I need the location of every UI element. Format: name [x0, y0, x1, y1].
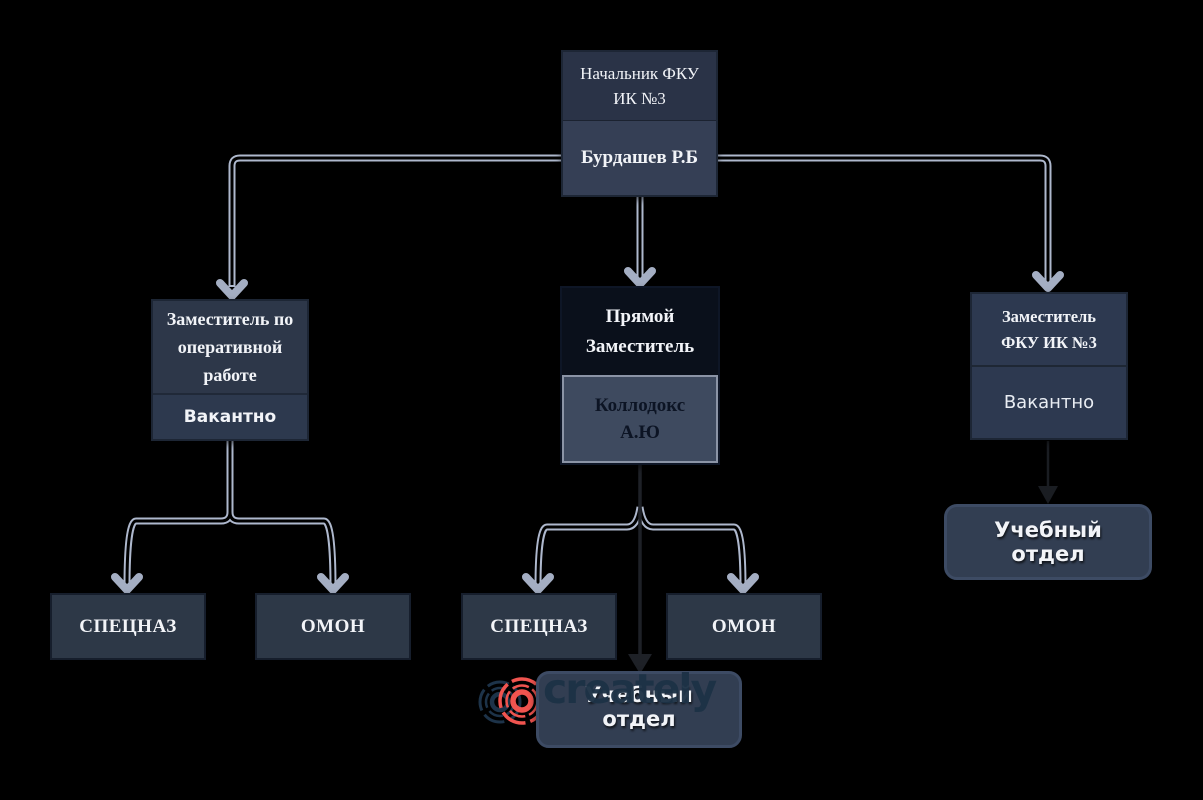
node-deputy-operations-title: Заместитель по оперативной работе	[153, 301, 307, 393]
node-left-omon-label: ОМОН	[300, 615, 366, 637]
node-training-mid-label: Учебный отдел	[585, 683, 693, 731]
arrowhead-mid-specnaz	[522, 573, 554, 594]
node-chief-title-text: Начальник ФКУ ИК №3	[580, 64, 699, 108]
node-training-mid: Учебный отдел	[536, 671, 742, 748]
arrowhead-left-specnaz	[111, 573, 143, 594]
node-deputy-direct: Прямой Заместитель Коллодокс А.Ю	[560, 286, 720, 465]
node-deputy-operations-title-text: Заместитель по оперативной работе	[166, 309, 294, 385]
connector-inner-lines	[125, 156, 1050, 587]
node-chief: Начальник ФКУ ИК №3 Бурдашев Р.Б	[561, 50, 718, 197]
node-deputy-fku-name-text: Вакантно	[1003, 392, 1095, 413]
arrowhead-training-mid	[628, 654, 652, 674]
node-mid-omon: ОМОН	[666, 593, 822, 660]
node-deputy-fku: Заместитель ФКУ ИК №3 Вакантно	[970, 292, 1128, 440]
node-chief-name: Бурдашев Р.Б	[563, 120, 716, 195]
node-deputy-direct-title-text: Прямой Заместитель	[585, 305, 695, 357]
node-deputy-direct-title: Прямой Заместитель	[562, 288, 718, 375]
arrowhead-deputy-fku	[1032, 271, 1064, 292]
node-training-right-label: Учебный отдел	[994, 518, 1102, 566]
node-deputy-direct-name: Коллодокс А.Ю	[562, 375, 718, 463]
node-deputy-fku-title-text: Заместитель ФКУ ИК №3	[1001, 306, 1097, 352]
node-deputy-operations-name-text: Вакантно	[183, 407, 277, 427]
connector-deputy-operations-to-omon	[226, 441, 337, 589]
node-deputy-fku-name: Вакантно	[972, 365, 1126, 438]
node-deputy-operations-name: Вакантно	[153, 393, 307, 439]
node-training-right: Учебный отдел	[944, 504, 1152, 580]
connector-chief-to-deputy-fku	[718, 154, 1052, 289]
node-mid-omon-label: ОМОН	[711, 615, 777, 637]
arrowhead-mid-omon	[727, 573, 759, 594]
node-deputy-direct-name-text: Коллодокс А.Ю	[594, 395, 686, 443]
node-chief-title: Начальник ФКУ ИК №3	[563, 52, 716, 120]
arrowheads	[111, 267, 1064, 594]
node-mid-specnaz: СПЕЦНАЗ	[461, 593, 617, 660]
node-chief-name-text: Бурдашев Р.Б	[580, 147, 699, 168]
node-left-specnaz: СПЕЦНАЗ	[50, 593, 206, 660]
arrowhead-deputy-operations	[216, 279, 248, 300]
arrowhead-left-omon	[317, 573, 349, 594]
node-mid-specnaz-label: СПЕЦНАЗ	[490, 615, 588, 637]
connector-chief-to-deputy-operations	[228, 154, 561, 287]
node-left-specnaz-label: СПЕЦНАЗ	[79, 615, 177, 637]
arrowhead-deputy-direct	[624, 267, 656, 288]
creately-watermark-text: creately	[543, 665, 717, 713]
node-deputy-fku-title: Заместитель ФКУ ИК №3	[972, 294, 1126, 365]
connector-deputy-operations-to-specnaz	[123, 441, 234, 589]
black-connectors	[628, 441, 1058, 674]
node-deputy-operations: Заместитель по оперативной работе Вакант…	[151, 299, 309, 441]
arrowhead-training-right	[1038, 486, 1058, 504]
node-left-omon: ОМОН	[255, 593, 411, 660]
